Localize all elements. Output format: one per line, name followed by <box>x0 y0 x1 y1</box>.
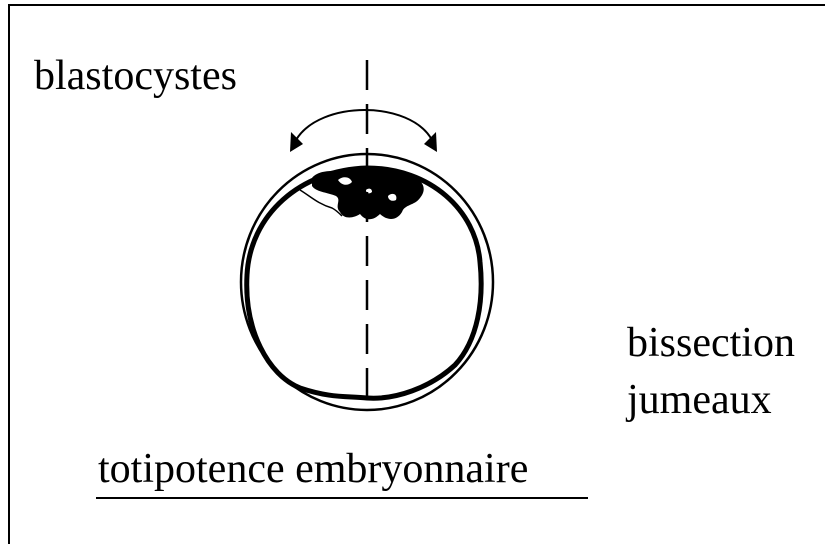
totipotence-label: totipotence embryonnaire <box>98 448 528 490</box>
curved-double-arrow-icon <box>290 110 437 152</box>
jumeaux-label: jumeaux <box>627 379 772 421</box>
totipotence-underline <box>96 497 588 499</box>
bissection-label: bissection <box>627 322 795 364</box>
blastocystes-label: blastocystes <box>34 55 237 97</box>
